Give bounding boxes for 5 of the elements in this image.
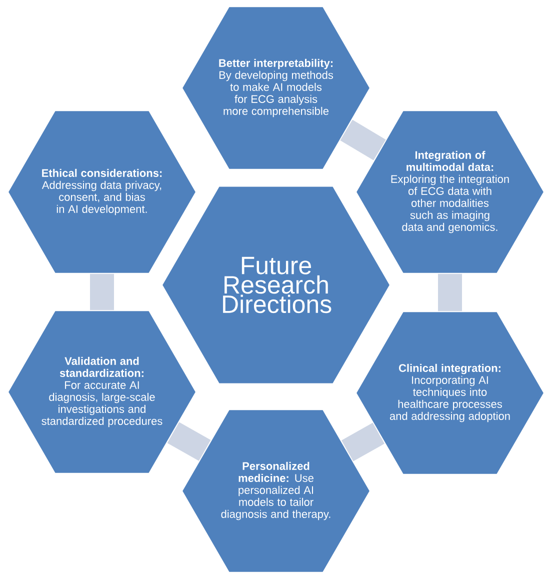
connector-band (340, 120, 386, 160)
connector-band (90, 274, 114, 310)
connector-band (438, 274, 462, 312)
connector-band (342, 422, 384, 462)
connector-band (167, 422, 211, 461)
